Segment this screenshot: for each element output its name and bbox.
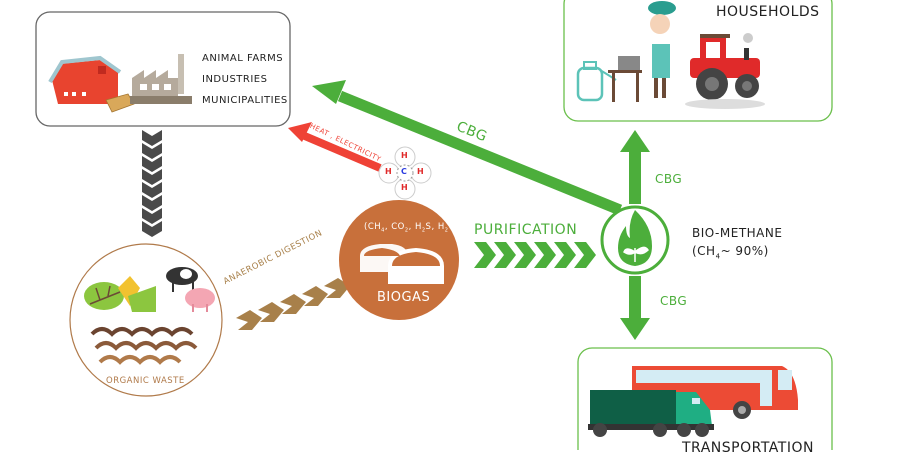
anaerobic-chevron-arrow — [236, 278, 350, 330]
organic-waste-label: ORGANIC WASTE — [106, 376, 185, 386]
pig-icon — [185, 288, 215, 312]
molecule-h-left: H — [385, 167, 393, 176]
heat-electricity-arrow — [288, 122, 382, 172]
methane-molecule-icon — [378, 146, 432, 200]
source-animal-farms: ANIMAL FARMS — [202, 53, 284, 64]
source-list: ANIMAL FARMS INDUSTRIES MUNICIPALITIES — [202, 48, 288, 111]
cbg-arrow-up — [620, 130, 650, 204]
leaves-icon — [84, 276, 156, 312]
households-title: HOUSEHOLDS — [716, 4, 820, 20]
source-industries: INDUSTRIES — [202, 74, 268, 85]
cbg-label-up: CBG — [655, 172, 683, 186]
biomethane-label-line2: (CH4~ 90%) — [692, 244, 769, 261]
cow-icon — [166, 267, 198, 292]
cbg-arrow-to-sources — [312, 80, 623, 216]
flame-leaf-icon — [618, 210, 652, 266]
biogas-tank-icon — [360, 244, 444, 284]
biogas-label: BIOGAS — [377, 290, 431, 305]
biogas-formula: (CH4, CO2, H2S, H2O) — [364, 222, 460, 234]
source-municipalities: MUNICIPALITIES — [202, 95, 288, 106]
molecule-h-right: H — [417, 167, 425, 176]
molecule-h-top: H — [401, 151, 409, 160]
cbg-arrow-down — [620, 276, 650, 340]
molecule-h-bottom: H — [401, 183, 409, 192]
purification-label: PURIFICATION — [474, 222, 578, 238]
truck-icon — [588, 390, 714, 437]
purification-chevron-arrow — [474, 242, 596, 268]
cook-icon — [608, 1, 676, 102]
down-chevron-arrow — [142, 130, 162, 237]
factory-icon — [130, 54, 192, 104]
transportation-title: TRANSPORTATION — [682, 440, 814, 456]
biomethane-label-line1: BIO-METHANE — [692, 226, 783, 240]
cbg-label-down: CBG — [660, 294, 688, 308]
barn-icon — [48, 55, 122, 104]
molecule-c-center: C — [401, 167, 408, 176]
tractor-icon — [685, 33, 765, 109]
organic-waste-circle — [69, 243, 223, 397]
soil-pattern-icon — [90, 327, 198, 365]
